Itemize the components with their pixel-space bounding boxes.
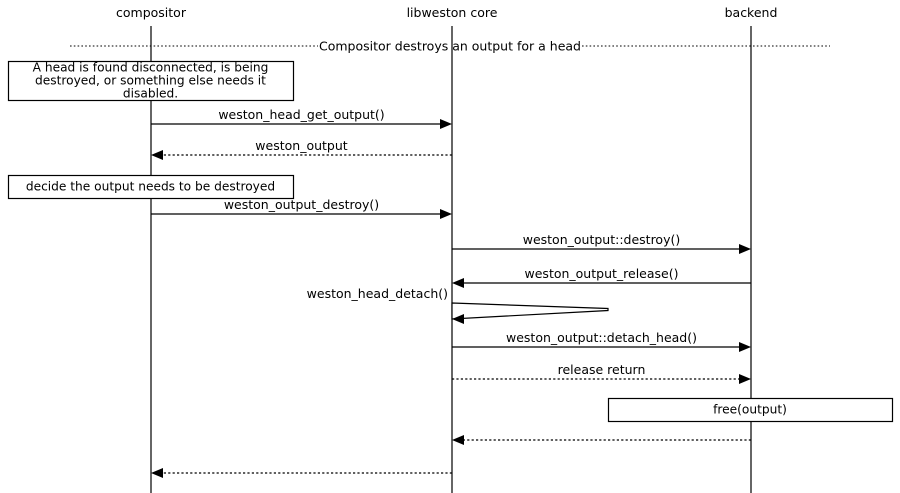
messages-group: weston_head_get_output() weston_outputwes… <box>151 107 751 478</box>
divider-label: Compositor destroys an output for a head <box>319 39 581 54</box>
note-line: destroyed, or something else needs it <box>35 74 266 88</box>
note-line: A head is found disconnected, is being <box>33 61 269 75</box>
arrow-head-icon <box>440 209 452 219</box>
message-label-msg-release-return: release return <box>558 362 646 377</box>
arrow-head-icon <box>452 278 464 288</box>
message-msg-weston-output-release: weston_output_release() <box>452 266 751 288</box>
arrow-head-icon <box>151 468 163 478</box>
note-note-head-disconnected: A head is found disconnected, is beingde… <box>7 60 295 102</box>
arrow-head-icon <box>739 374 751 384</box>
note-note-decide-destroy: decide the output needs to be destroyed <box>7 174 295 200</box>
message-label-msg-weston-head-get-output: weston_head_get_output() <box>218 107 384 122</box>
message-msg-core-return <box>151 468 452 478</box>
message-label-msg-weston-output-destroy-vfunc: weston_output::destroy() <box>523 232 681 247</box>
lifelines-group: compositor libweston core backend <box>116 5 777 493</box>
participant-label-compositor: compositor <box>116 5 187 20</box>
note-box <box>607 397 894 423</box>
arrow-head-icon <box>452 435 464 445</box>
note-box <box>7 174 295 200</box>
selfcall-shape <box>451 302 609 320</box>
arrow-head-icon <box>739 342 751 352</box>
note-note-free-output: free(output) <box>607 397 894 423</box>
note-box <box>7 60 295 102</box>
note-line: decide the output needs to be destroyed <box>26 180 275 194</box>
notes-group: A head is found disconnected, is beingde… <box>7 60 894 423</box>
message-msg-weston-output-detach-head: weston_output::detach_head() <box>452 330 751 352</box>
message-msg-weston-output-destroy-vfunc: weston_output::destroy() <box>452 232 751 254</box>
message-label-msg-weston-output-release: weston_output_release() <box>525 266 679 281</box>
message-label-msg-weston-output-destroy: weston_output_destroy() <box>224 197 379 212</box>
message-msg-weston-head-detach: weston_head_detach() <box>307 286 609 324</box>
arrow-head-icon <box>739 244 751 254</box>
message-label-msg-weston-output-return: weston_output <box>255 138 347 153</box>
message-label-msg-weston-head-detach: weston_head_detach() <box>307 286 448 301</box>
message-label-msg-weston-output-detach-head: weston_output::detach_head() <box>506 330 697 345</box>
message-msg-weston-output-return: weston_output <box>151 138 452 160</box>
note-line: free(output) <box>713 403 787 417</box>
participant-label-libweston-core: libweston core <box>407 5 498 20</box>
note-line: disabled. <box>123 87 178 101</box>
message-msg-weston-output-destroy: weston_output_destroy() <box>151 197 452 219</box>
message-msg-release-return: release return <box>452 362 751 384</box>
scenario-divider: Compositor destroys an output for a head <box>70 39 830 54</box>
message-msg-weston-head-get-output: weston_head_get_output() <box>151 107 452 129</box>
message-msg-backend-return <box>452 435 751 445</box>
arrow-head-icon <box>452 314 464 324</box>
arrow-head-icon <box>151 150 163 160</box>
arrow-head-icon <box>440 119 452 129</box>
participant-label-backend: backend <box>725 5 778 20</box>
